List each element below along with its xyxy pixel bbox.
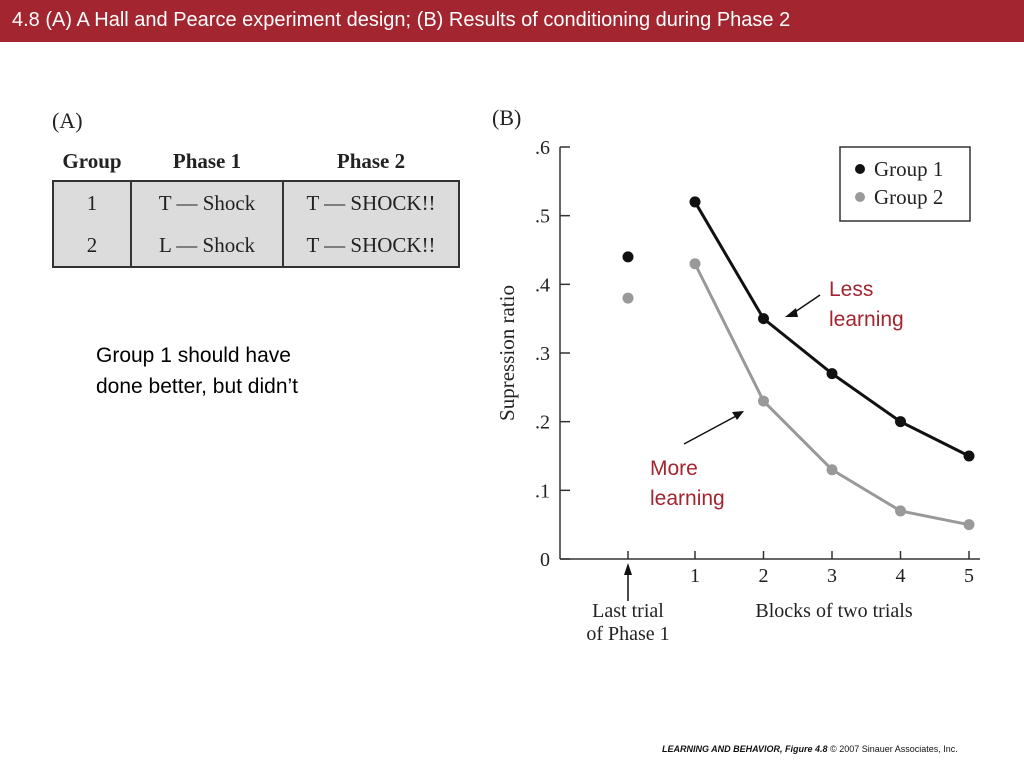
legend-box: [839, 146, 971, 222]
cell-phase2-2: T — SHOCK!!: [283, 224, 460, 268]
annotation-less-arrow: [791, 294, 821, 315]
cell-phase2-1: T — SHOCK!!: [283, 180, 460, 224]
point-group-1: [963, 450, 975, 462]
annotation-less-line-1: Less: [829, 278, 873, 301]
note-text: Group 1 should have done better, but did…: [96, 340, 298, 402]
header-group: Group: [62, 148, 122, 173]
note-line-2: done better, but didn’t: [96, 375, 298, 398]
series-line-group-2: [693, 263, 970, 527]
cell-group-1: 1: [52, 180, 132, 224]
legend-marker-group-1: [855, 164, 865, 174]
cell-phase1-2: L — Shock: [131, 224, 284, 268]
results-chart: (B) 0 .1 .2 .3 .4 .5 .6 1 2 3 4 5 Supression ratioBlo…: [492, 105, 980, 645]
footer-copyright: © 2007 Sinauer Associates, Inc.: [830, 744, 958, 754]
table-row: 2 L — Shock T — SHOCK!!: [52, 224, 460, 268]
panel-b-label: (B): [492, 105, 521, 130]
y-tick-label: .2: [535, 412, 550, 434]
x-tick-label: 2: [759, 565, 769, 587]
x-tick-label: 4: [896, 565, 906, 587]
last-trial-label-1: Last trial: [592, 600, 664, 622]
y-tick-label: .1: [535, 480, 550, 502]
y-axis-label: Supression ratio: [495, 285, 519, 421]
last-trial-label-2: of Phase 1: [586, 623, 669, 645]
footer-credit: LEARNING AND BEHAVIOR, Figure 4.8 © 2007…: [662, 744, 958, 754]
point-group-1: [758, 313, 769, 325]
point-group-2: [689, 258, 701, 270]
y-tick-label: .5: [535, 206, 550, 228]
point-last-trial-group-1: [622, 251, 634, 263]
point-group-2: [895, 505, 906, 517]
cell-phase1-1: T — Shock: [131, 180, 284, 224]
point-group-1: [689, 196, 701, 208]
legend-label-group-2: Group 2: [874, 185, 943, 209]
footer-book: LEARNING AND BEHAVIOR,: [662, 744, 783, 754]
y-tick-label: 0: [540, 549, 550, 571]
y-tick-label: .3: [535, 343, 550, 365]
annotation-more-line-2: learning: [650, 487, 725, 510]
point-group-2: [758, 395, 769, 407]
y-tick-label: .6: [535, 137, 550, 159]
table-row: 1 T — Shock T — SHOCK!!: [52, 180, 460, 224]
point-group-1: [826, 368, 838, 380]
annotation-more-line-1: More: [650, 457, 698, 480]
point-group-2: [826, 464, 838, 476]
slide-title: 4.8 (A) A Hall and Pearce experiment des…: [12, 9, 791, 31]
y-tick-label: .4: [535, 274, 550, 296]
cell-group-2: 2: [52, 224, 132, 268]
header-phase1: Phase 1: [172, 148, 242, 173]
last-trial-arrowhead: [624, 563, 632, 575]
title-bar: 4.8 (A) A Hall and Pearce experiment des…: [0, 0, 1024, 42]
design-table: Group Phase 1 Phase 2 1 T — Shock T — SH…: [52, 142, 460, 268]
x-tick-label: 5: [964, 565, 974, 587]
x-tick-label: 1: [690, 565, 700, 587]
point-group-2: [963, 519, 975, 531]
panel-a-label: (A): [52, 108, 83, 133]
annotation-more-arrowhead: [732, 411, 744, 420]
x-axis-label: Blocks of two trials: [755, 600, 912, 622]
legend-marker-group-2: [855, 192, 865, 202]
annotation-more-arrow: [683, 414, 739, 445]
note-line-1: Group 1 should have: [96, 344, 291, 367]
legend-label-group-1: Group 1: [874, 157, 943, 181]
point-last-trial-group-2: [622, 292, 634, 304]
table-header-row: Group Phase 1 Phase 2: [53, 142, 459, 181]
x-tick-label: 3: [827, 565, 837, 587]
header-phase2: Phase 2: [336, 148, 406, 173]
annotation-less-arrowhead: [785, 308, 798, 317]
point-group-1: [895, 416, 906, 428]
footer-fig: Figure 4.8: [785, 744, 828, 754]
annotation-less-line-2: learning: [829, 308, 904, 331]
